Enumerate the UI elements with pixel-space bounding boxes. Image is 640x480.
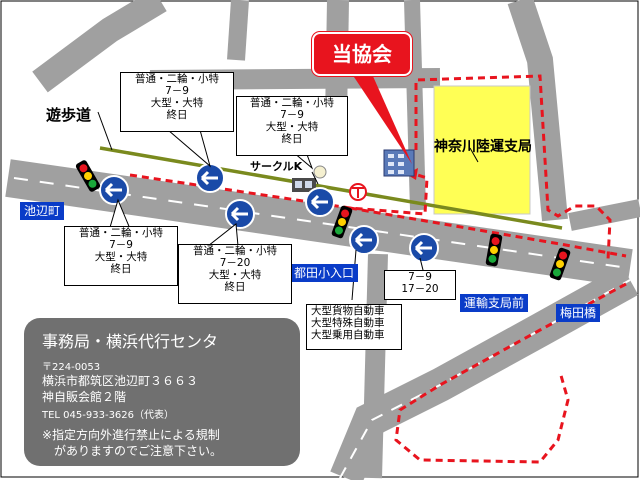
walkway-label: 遊歩道 bbox=[46, 106, 92, 124]
store-label: サークルK bbox=[250, 160, 303, 173]
title-badge: 当協会 bbox=[312, 32, 412, 76]
road-right-spur bbox=[568, 199, 640, 231]
store-icon bbox=[292, 165, 327, 192]
place-umeda-bashi: 梅田橋 bbox=[556, 304, 601, 322]
title-text: 当協会 bbox=[332, 42, 392, 66]
place-ikenobe: 池辺町 bbox=[20, 202, 65, 220]
office-tel: TEL 045-933-3626（代表） bbox=[42, 410, 175, 421]
office-address2: 神自販会館２階 bbox=[42, 390, 127, 404]
office-address1: 横浜市都筑区池辺町３６６３ bbox=[42, 374, 199, 388]
one-way-signs bbox=[99, 163, 439, 263]
place-unyu-mae: 運輸支局前 bbox=[460, 294, 529, 312]
route-lines bbox=[129, 74, 627, 464]
office-note1: ※指定方向外進行禁止による規制 bbox=[42, 428, 220, 442]
office-name: 事務局・横浜代行センタ bbox=[42, 332, 219, 351]
road-right bbox=[507, 0, 568, 222]
branch-area bbox=[433, 85, 531, 215]
branch-label: 神奈川陸運支局 bbox=[434, 139, 532, 155]
road-lower-vertical bbox=[362, 253, 388, 479]
walkway-line bbox=[99, 146, 563, 230]
road-top-left bbox=[32, 0, 167, 93]
road-top-small bbox=[227, 0, 249, 61]
office-postal: 〒224-0053 bbox=[42, 362, 101, 373]
place-tsuzuki-school: 都田小入口 bbox=[290, 264, 359, 282]
post-office-icon bbox=[349, 183, 367, 201]
building-icon bbox=[383, 149, 415, 177]
title-pointer bbox=[352, 74, 412, 164]
traffic-lights bbox=[75, 160, 571, 281]
restriction-vehicles: 大型貨物自動車大型特殊自動車大型乗用自動車 bbox=[306, 304, 402, 350]
office-note2: がありますのでご注意下さい。 bbox=[42, 444, 223, 458]
road-branch-left bbox=[404, 0, 426, 211]
office-info-panel: 事務局・横浜代行センタ 〒224-0053 横浜市都筑区池辺町３６６３ 神自販会… bbox=[24, 318, 300, 466]
